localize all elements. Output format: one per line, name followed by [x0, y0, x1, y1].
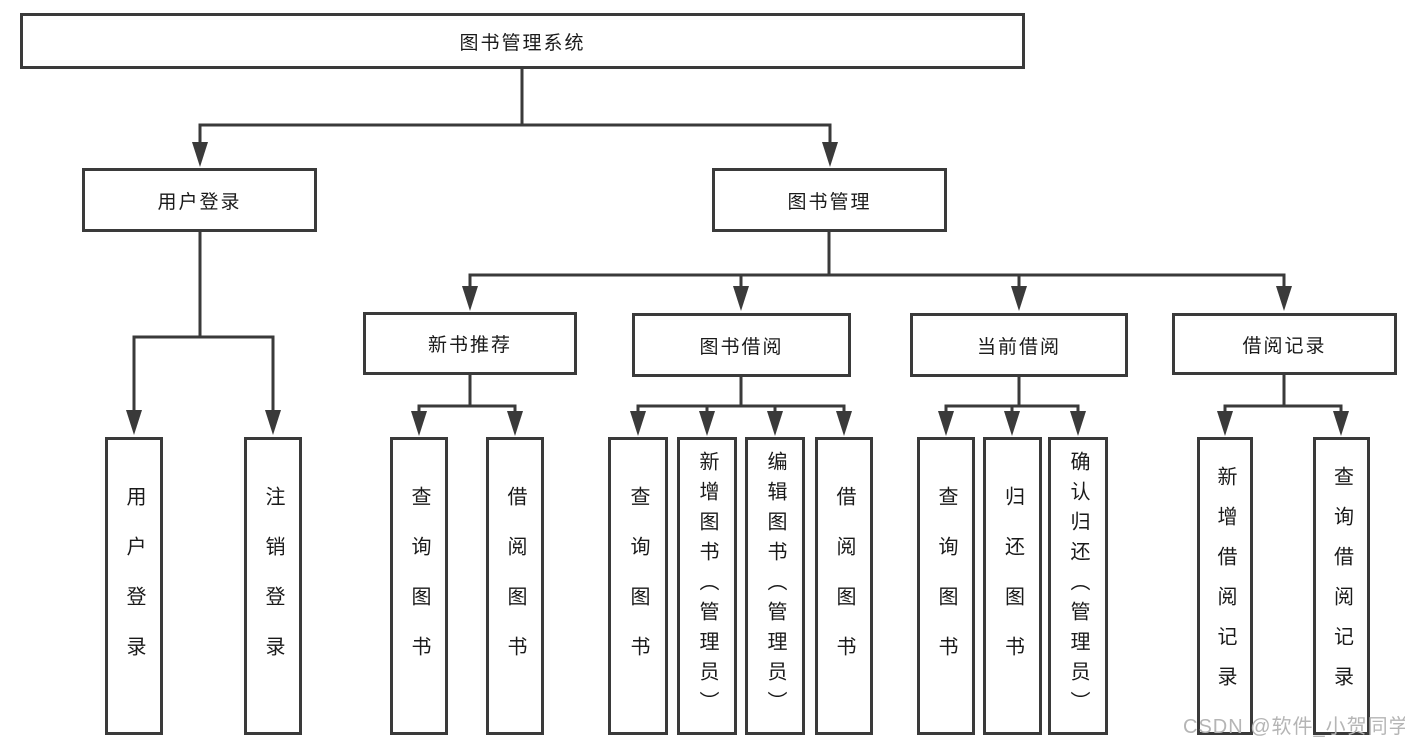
leaf-logout: 注销登录 — [244, 437, 302, 735]
leaf-edit-book-admin: 编辑图书（管理员） — [745, 437, 805, 735]
leaf-query-borrow-record-label: 查询借阅记录 — [1330, 466, 1353, 706]
leaf-borrow-books-recommend: 借阅图书 — [486, 437, 544, 735]
node-book-borrowing: 图书借阅 — [632, 313, 851, 377]
leaf-query-books-current: 查询图书 — [917, 437, 975, 735]
leaf-query-books-borrowing-label: 查询图书 — [627, 486, 649, 686]
leaf-query-books-recommend-label: 查询图书 — [408, 486, 430, 686]
node-borrowing-records: 借阅记录 — [1172, 313, 1397, 375]
leaf-logout-label: 注销登录 — [262, 486, 284, 686]
node-book-management: 图书管理 — [712, 168, 947, 232]
leaf-borrow-books: 借阅图书 — [815, 437, 873, 735]
leaf-borrow-books-recommend-label: 借阅图书 — [504, 486, 526, 686]
leaf-return-book: 归还图书 — [983, 437, 1042, 735]
leaf-return-book-label: 归还图书 — [1001, 486, 1024, 686]
leaf-add-borrow-record-label: 新增借阅记录 — [1214, 466, 1236, 706]
leaf-user-login: 用户登录 — [105, 437, 163, 735]
leaf-add-borrow-record: 新增借阅记录 — [1197, 437, 1253, 735]
leaf-confirm-return-admin: 确认归还（管理员） — [1048, 437, 1108, 735]
leaf-query-borrow-record: 查询借阅记录 — [1313, 437, 1370, 735]
leaf-query-books-current-label: 查询图书 — [935, 486, 957, 686]
node-new-book-recommend: 新书推荐 — [363, 312, 577, 375]
node-user-login: 用户登录 — [82, 168, 317, 232]
leaf-borrow-books-label: 借阅图书 — [833, 486, 855, 686]
leaf-query-books-borrowing: 查询图书 — [608, 437, 668, 735]
node-root: 图书管理系统 — [20, 13, 1025, 69]
leaf-add-book-admin-label: 新增图书（管理员） — [696, 451, 718, 721]
leaf-add-book-admin: 新增图书（管理员） — [677, 437, 737, 735]
leaf-query-books-recommend: 查询图书 — [390, 437, 448, 735]
node-current-borrowing: 当前借阅 — [910, 313, 1128, 377]
leaf-edit-book-admin-label: 编辑图书（管理员） — [764, 451, 786, 721]
watermark: CSDN @软件_小贺同学 — [1183, 716, 1405, 738]
leaf-user-login-label: 用户登录 — [123, 486, 145, 686]
leaf-confirm-return-admin-label: 确认归还（管理员） — [1067, 451, 1089, 721]
